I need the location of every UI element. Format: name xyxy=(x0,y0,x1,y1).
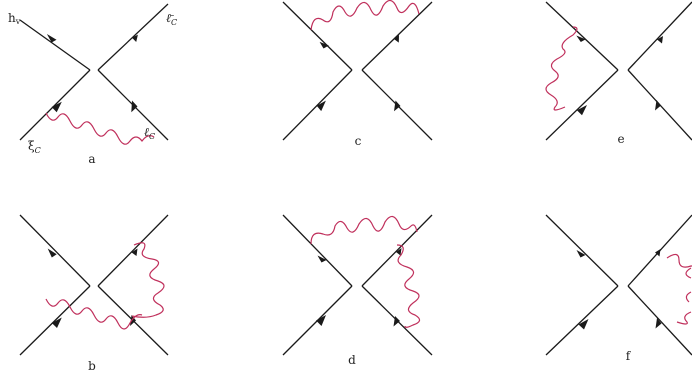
arrow-e-2 xyxy=(576,105,587,116)
diagram-c: c xyxy=(282,0,433,148)
diagram-f: f xyxy=(545,214,692,363)
arrow-c-4 xyxy=(394,100,401,112)
diagram-label-b: b xyxy=(88,359,96,373)
arrow-f-2 xyxy=(578,319,589,330)
arrow-b-4 xyxy=(130,315,136,326)
diagram-e: e xyxy=(545,1,692,146)
arrow-b-2 xyxy=(51,317,62,328)
arrow-c-2 xyxy=(316,100,326,112)
line-f-bottom-right xyxy=(627,285,692,356)
line-e-top-left xyxy=(545,1,619,71)
diagram-label-d: d xyxy=(348,353,356,367)
label-lepton: ℓC xyxy=(144,125,155,141)
arrow-e-3 xyxy=(657,36,663,44)
line-d-top-left xyxy=(282,214,353,287)
line-a-bottom-left xyxy=(19,69,91,141)
photon-a xyxy=(45,112,155,145)
arrow-f-1 xyxy=(576,250,586,258)
line-f-top-left xyxy=(545,214,619,287)
arrow-d-3 xyxy=(396,248,402,256)
line-b-top-right xyxy=(97,214,169,287)
photon-e xyxy=(545,26,578,111)
line-e-bottom-left xyxy=(545,69,619,141)
diagram-a: hv ℓ̄C ξC ℓC a xyxy=(8,3,177,166)
label-xi: ξC xyxy=(28,139,41,155)
arrow-a-3 xyxy=(131,34,138,42)
line-b-top-left xyxy=(19,214,91,287)
diagram-label-f: f xyxy=(626,349,632,363)
photon-f-right xyxy=(666,253,692,325)
label-antilepton: ℓ̄C xyxy=(166,11,177,27)
arrow-a-2 xyxy=(51,101,62,113)
line-c-top-right xyxy=(361,1,433,71)
diagram-b: b xyxy=(19,214,169,373)
arrow-a-4 xyxy=(131,100,138,113)
arrow-e-1 xyxy=(576,35,586,42)
arrow-b-1 xyxy=(47,248,57,258)
photon-b-bottom xyxy=(45,298,143,330)
arrow-d-4 xyxy=(393,316,400,327)
arrow-e-4 xyxy=(655,100,661,111)
line-a-top-left xyxy=(19,19,91,71)
photon-b-right xyxy=(131,242,165,318)
photon-d-right xyxy=(396,244,421,328)
line-e-top-right xyxy=(627,1,692,71)
arrow-c-1 xyxy=(319,41,329,49)
label-heavy-quark: hv xyxy=(8,11,21,26)
arrow-a-1 xyxy=(46,34,57,43)
line-c-bottom-left xyxy=(282,69,353,141)
arrow-f-3 xyxy=(655,249,661,257)
diagram-label-c: c xyxy=(355,134,362,148)
diagram-label-e: e xyxy=(617,132,624,146)
line-b-bottom-left xyxy=(19,285,91,356)
line-a-top-right xyxy=(97,3,169,71)
arrow-d-2 xyxy=(316,315,326,326)
arrow-b-3 xyxy=(131,248,138,256)
line-f-bottom-left xyxy=(545,285,619,356)
arrow-f-4 xyxy=(655,318,662,329)
arrow-d-1 xyxy=(317,255,327,263)
diagram-label-a: a xyxy=(88,152,95,166)
photon-d-top xyxy=(310,215,418,245)
line-d-top-right xyxy=(361,214,433,287)
arrow-c-3 xyxy=(393,35,399,43)
diagram-d: d xyxy=(282,214,433,367)
line-c-top-left xyxy=(282,1,353,71)
photon-c xyxy=(310,0,420,31)
